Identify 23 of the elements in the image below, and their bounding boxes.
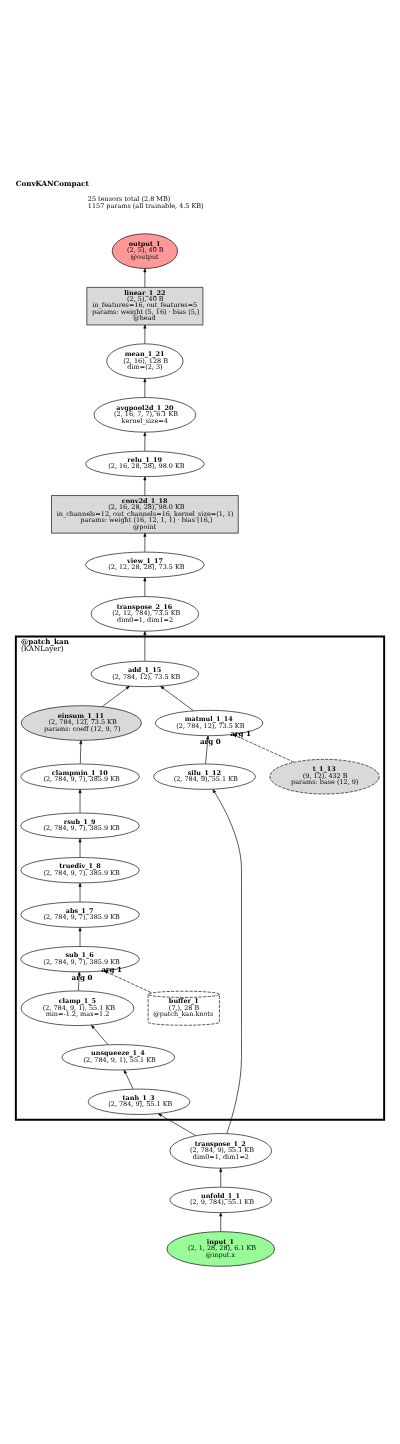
arrow (123, 1069, 134, 1089)
arrow (78, 788, 82, 813)
arrow (102, 685, 130, 707)
arrow (78, 838, 82, 858)
arrow (143, 267, 147, 288)
arrow (219, 1167, 223, 1187)
arrow (219, 1212, 223, 1232)
arrow (78, 926, 82, 947)
arrow (143, 576, 147, 597)
arrow (143, 475, 147, 496)
arrow (160, 685, 194, 711)
arrow (158, 1112, 197, 1136)
arrow (212, 788, 242, 1134)
arrow (143, 431, 147, 451)
arrow (79, 739, 83, 764)
arrow (78, 882, 82, 902)
arrow (143, 377, 147, 398)
arrow (77, 971, 81, 991)
arrow (143, 630, 147, 661)
arrow (91, 1024, 109, 1045)
arrow (143, 532, 147, 552)
arrow (205, 735, 210, 764)
arrow (143, 324, 147, 344)
